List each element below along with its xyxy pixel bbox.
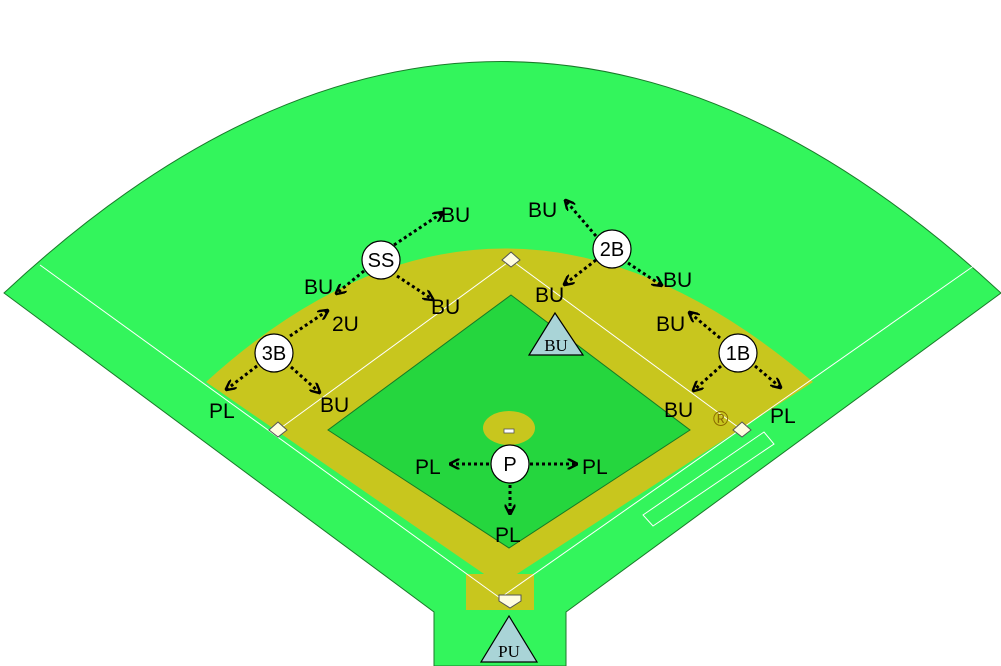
label-1b-bu-lower: BU — [664, 399, 693, 422]
home-plate — [498, 594, 522, 609]
player-3b-label: 3B — [262, 343, 286, 365]
base-umpire: BU — [527, 311, 585, 356]
player-ss: SS — [361, 240, 401, 280]
label-3b-2u: 2U — [332, 313, 359, 336]
arrow-3b-pl — [227, 364, 258, 389]
label-3b-bu: BU — [320, 394, 349, 417]
foul-line-left — [39, 264, 501, 599]
plate-umpire: PU — [479, 614, 539, 663]
player-1b-label: 1B — [726, 343, 750, 365]
arrow-3b-2u — [289, 311, 327, 338]
label-1b-pl: PL — [770, 405, 796, 428]
label-p-pl-down: PL — [495, 524, 521, 547]
arrow-2b-right — [627, 261, 661, 285]
label-1b-bu-upper: BU — [656, 313, 685, 336]
label-ss-bu-left: BU — [304, 276, 333, 299]
player-2b-label: 2B — [600, 239, 624, 261]
base-umpire-label: BU — [544, 336, 568, 355]
player-1b: 1B — [718, 333, 758, 373]
runner-mark: ® — [713, 408, 729, 431]
player-p: P — [490, 444, 530, 484]
pitchers-mound — [483, 411, 535, 445]
home-plate-dirt — [466, 574, 534, 610]
first-base — [732, 421, 752, 438]
label-ss-bu-upper: BU — [441, 204, 470, 227]
third-base — [268, 421, 288, 438]
player-2b: 2B — [592, 229, 632, 269]
arrow-3b-bu — [290, 365, 319, 392]
pitchers-rubber — [503, 428, 515, 434]
arrow-1b-lower — [694, 364, 722, 390]
label-ss-bu-right: BU — [431, 296, 460, 319]
label-2b-bu-right: BU — [663, 269, 692, 292]
player-ss-label: SS — [368, 250, 395, 272]
running-lane — [642, 431, 775, 527]
arrow-ss-upper — [393, 213, 442, 247]
player-3b: 3B — [254, 333, 294, 373]
label-2b-bu-upper: BU — [528, 199, 557, 222]
label-p-pl-left: PL — [415, 456, 441, 479]
player-p-label: P — [503, 454, 516, 476]
plate-umpire-label: PU — [498, 642, 520, 661]
label-p-pl-right: PL — [582, 456, 608, 479]
second-base — [501, 251, 521, 268]
label-3b-pl: PL — [209, 400, 235, 423]
arrow-ss-right — [396, 274, 432, 299]
label-2b-bu-lower: BU — [535, 284, 564, 307]
arrow-2b-upper — [566, 201, 598, 237]
arrow-2b-lower — [565, 258, 597, 284]
arrow-1b-upper — [690, 313, 721, 340]
